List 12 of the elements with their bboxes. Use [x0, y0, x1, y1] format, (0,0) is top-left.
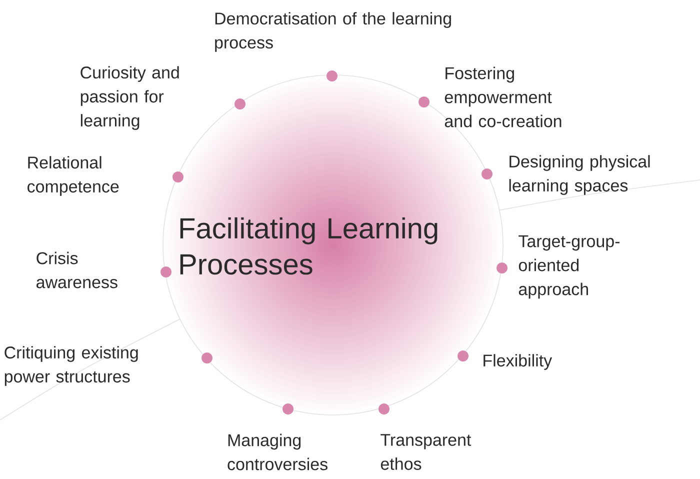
- dot-label: Crisis awareness: [36, 252, 118, 288]
- dot-label: Transparent ethos: [380, 434, 472, 470]
- dot-label: Managing controversies: [228, 434, 328, 470]
- dot-label: Relational competence: [28, 156, 119, 196]
- dot-label: Critiquing existing power structures: [4, 346, 138, 386]
- dot-label: Curiosity and passion for learning: [80, 66, 179, 130]
- dot-label: Designing physical learning spaces: [509, 155, 650, 195]
- dot-label: Flexibility: [484, 354, 552, 370]
- dot-label: Target-group-oriented approach: [518, 235, 620, 299]
- dot-label: Democratisation of the learning process: [215, 12, 451, 52]
- title-text: Facilitating Learning Processes: [180, 217, 438, 275]
- dot-label: Fostering empowerment and co-creation: [444, 66, 562, 128]
